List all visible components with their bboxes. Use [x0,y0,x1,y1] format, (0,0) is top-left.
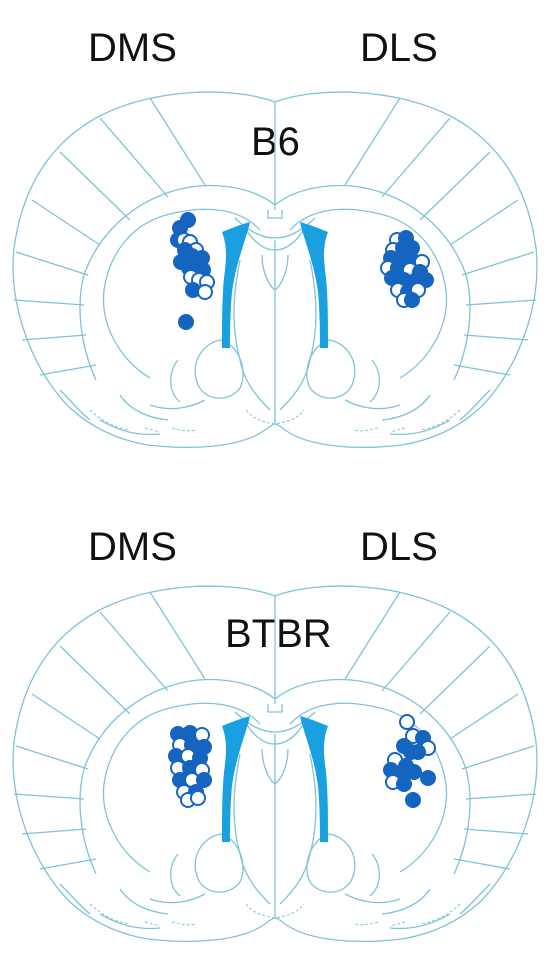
open-electrode-marker-dms [197,284,213,300]
filled-electrode-marker-dms [196,772,212,788]
panel-1-region-left-label: DMS [88,26,177,70]
open-electrode-marker-dms [190,790,206,806]
lateral-ventricle-right [300,716,328,842]
panel-2-region-right-label: DLS [360,525,438,569]
filled-electrode-marker-dms [178,314,194,330]
electrode-marker-group [170,212,434,330]
dashed-details [89,903,461,927]
brain-outline [12,91,538,448]
panel-2-region-left-label: DMS [88,525,177,569]
electrode-marker-group [168,714,436,808]
filled-electrode-marker-dls [420,770,436,786]
lateral-ventricle-left [222,716,250,842]
filled-electrode-marker-dls [410,744,426,760]
open-electrode-marker-dls [399,714,415,730]
filled-electrode-marker-dls [396,776,412,792]
lateral-ventricle-right [300,222,328,348]
brain-outline [12,585,538,942]
lateral-ventricle-left [222,222,250,348]
panel-2-strain-label: BTBR [225,612,332,656]
filled-electrode-marker-dls [404,292,420,308]
dashed-details [89,409,461,433]
panel-1-region-right-label: DLS [360,26,438,70]
filled-electrode-marker-dls [406,764,422,780]
filled-electrode-marker-dls [405,792,421,808]
